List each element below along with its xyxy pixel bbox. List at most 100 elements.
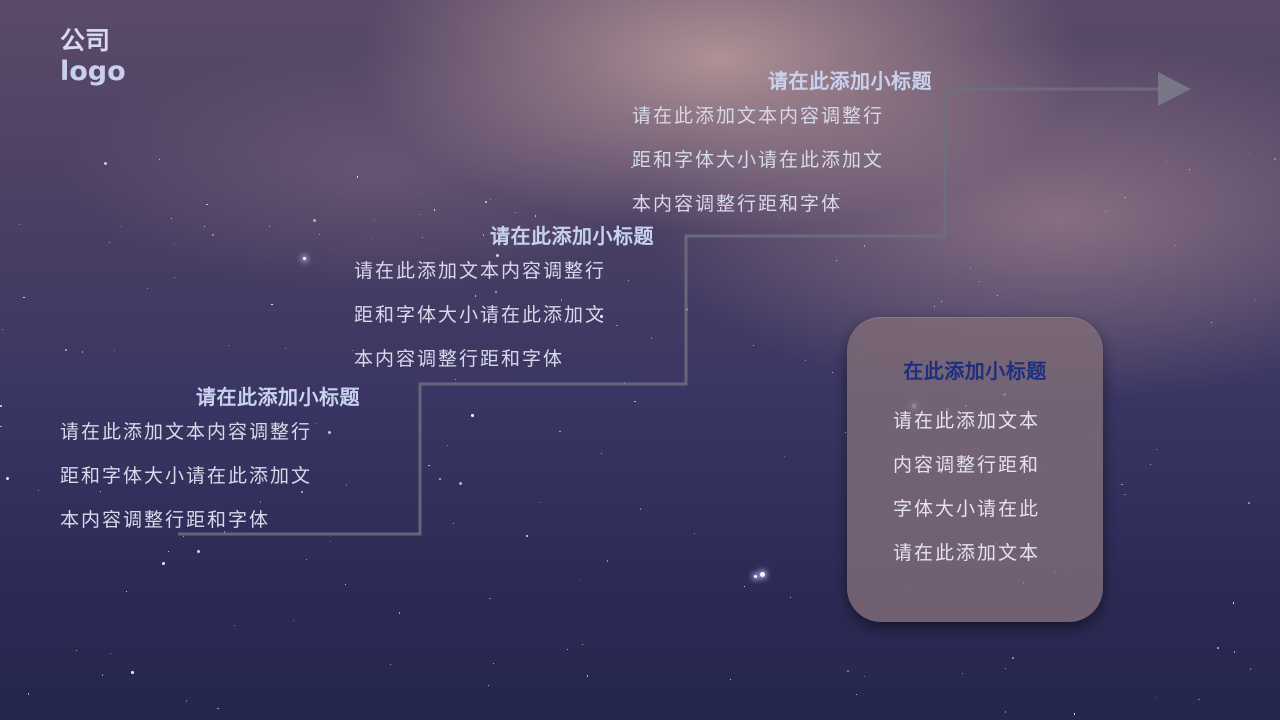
card-line: 请在此添加文本 bbox=[893, 410, 1041, 432]
star bbox=[559, 430, 561, 433]
star bbox=[185, 700, 188, 702]
star bbox=[1274, 158, 1276, 160]
star bbox=[832, 371, 834, 373]
star bbox=[606, 560, 609, 562]
star bbox=[1174, 244, 1177, 247]
info-card: 在此添加小标题 请在此添加文本 内容调整行距和 字体大小请在此 请在此添加文本 bbox=[847, 317, 1103, 622]
star bbox=[1233, 651, 1236, 653]
step-section-bottom: 请在此添加小标题 请在此添加文本内容调整行 距和字体大小请在此添加文 本内容调整… bbox=[60, 384, 360, 542]
star bbox=[1154, 696, 1156, 698]
star bbox=[495, 291, 497, 293]
star bbox=[27, 693, 30, 695]
card-line: 内容调整行距和 bbox=[893, 454, 1041, 476]
star bbox=[1198, 698, 1200, 701]
card-line: 请在此添加文本 bbox=[893, 542, 1041, 564]
star bbox=[206, 203, 208, 206]
star bbox=[0, 425, 2, 428]
body-line: 请在此添加文本内容调整行 bbox=[60, 421, 313, 443]
star bbox=[790, 597, 792, 599]
star bbox=[835, 259, 837, 261]
star bbox=[114, 349, 116, 351]
star bbox=[933, 305, 936, 308]
star bbox=[81, 351, 84, 353]
star bbox=[566, 649, 568, 651]
star bbox=[729, 679, 731, 681]
star bbox=[526, 535, 528, 537]
star bbox=[126, 590, 128, 592]
star bbox=[474, 295, 477, 297]
star bbox=[970, 268, 972, 270]
card-line: 字体大小请在此 bbox=[893, 498, 1041, 520]
star bbox=[855, 693, 858, 696]
star bbox=[1255, 299, 1257, 301]
star bbox=[284, 348, 286, 350]
star bbox=[6, 476, 10, 480]
star bbox=[100, 491, 102, 493]
star bbox=[940, 300, 942, 302]
star bbox=[1211, 321, 1213, 323]
star bbox=[76, 650, 78, 652]
star bbox=[454, 378, 456, 380]
star bbox=[130, 671, 134, 675]
star bbox=[1249, 668, 1252, 670]
step-section-top: 请在此添加小标题 请在此添加文本内容调整行 距和字体大小请在此添加文 本内容调整… bbox=[632, 68, 932, 226]
arrow-head-icon bbox=[1158, 72, 1191, 106]
star bbox=[344, 583, 347, 586]
star bbox=[421, 236, 423, 238]
star bbox=[173, 276, 175, 278]
star bbox=[601, 453, 603, 455]
star bbox=[534, 215, 537, 217]
star bbox=[586, 675, 589, 677]
star bbox=[65, 349, 67, 351]
star bbox=[212, 234, 214, 236]
star bbox=[182, 535, 184, 537]
star bbox=[753, 345, 755, 347]
star bbox=[582, 643, 584, 645]
star bbox=[1248, 502, 1250, 504]
star bbox=[345, 484, 348, 486]
star bbox=[238, 514, 240, 516]
star bbox=[268, 225, 271, 228]
section-title: 请在此添加小标题 bbox=[196, 385, 360, 409]
star bbox=[599, 315, 603, 319]
body-line: 本内容调整行距和字体 bbox=[354, 348, 565, 370]
star bbox=[634, 400, 636, 403]
star bbox=[2, 328, 4, 330]
star bbox=[1165, 160, 1167, 162]
star bbox=[452, 522, 454, 524]
star bbox=[1012, 657, 1014, 659]
star bbox=[356, 176, 359, 178]
star bbox=[961, 673, 963, 675]
star bbox=[790, 206, 794, 210]
star bbox=[693, 532, 696, 535]
star bbox=[847, 670, 849, 672]
star bbox=[162, 562, 166, 566]
star bbox=[996, 294, 999, 297]
star bbox=[428, 464, 430, 467]
star bbox=[405, 314, 408, 316]
star bbox=[560, 299, 563, 301]
star bbox=[18, 223, 20, 225]
section-body: 请在此添加文本内容调整行 距和字体大小请在此添加文 本内容调整行距和字体 bbox=[632, 94, 932, 226]
star bbox=[838, 193, 840, 195]
star bbox=[293, 620, 295, 622]
company-logo: 公司 logo bbox=[60, 26, 126, 88]
star bbox=[1156, 448, 1158, 450]
step-section-middle: 请在此添加小标题 请在此添加文本内容调整行 距和字体大小请在此添加文 本内容调整… bbox=[354, 223, 654, 381]
star bbox=[241, 387, 243, 389]
body-line: 本内容调整行距和字体 bbox=[632, 193, 843, 215]
star bbox=[1232, 602, 1235, 604]
star bbox=[171, 217, 173, 219]
star bbox=[327, 431, 331, 435]
bright-star bbox=[754, 575, 757, 578]
star bbox=[1188, 169, 1190, 171]
card-body: 请在此添加文本 内容调整行距和 字体大小请在此 请在此添加文本 bbox=[893, 399, 1040, 575]
section-body: 请在此添加文本内容调整行 距和字体大小请在此添加文 本内容调整行距和字体 bbox=[354, 249, 654, 381]
star bbox=[204, 225, 206, 227]
star bbox=[804, 359, 806, 362]
star bbox=[398, 612, 401, 614]
star bbox=[318, 234, 320, 236]
star bbox=[650, 337, 653, 339]
star bbox=[147, 288, 149, 290]
